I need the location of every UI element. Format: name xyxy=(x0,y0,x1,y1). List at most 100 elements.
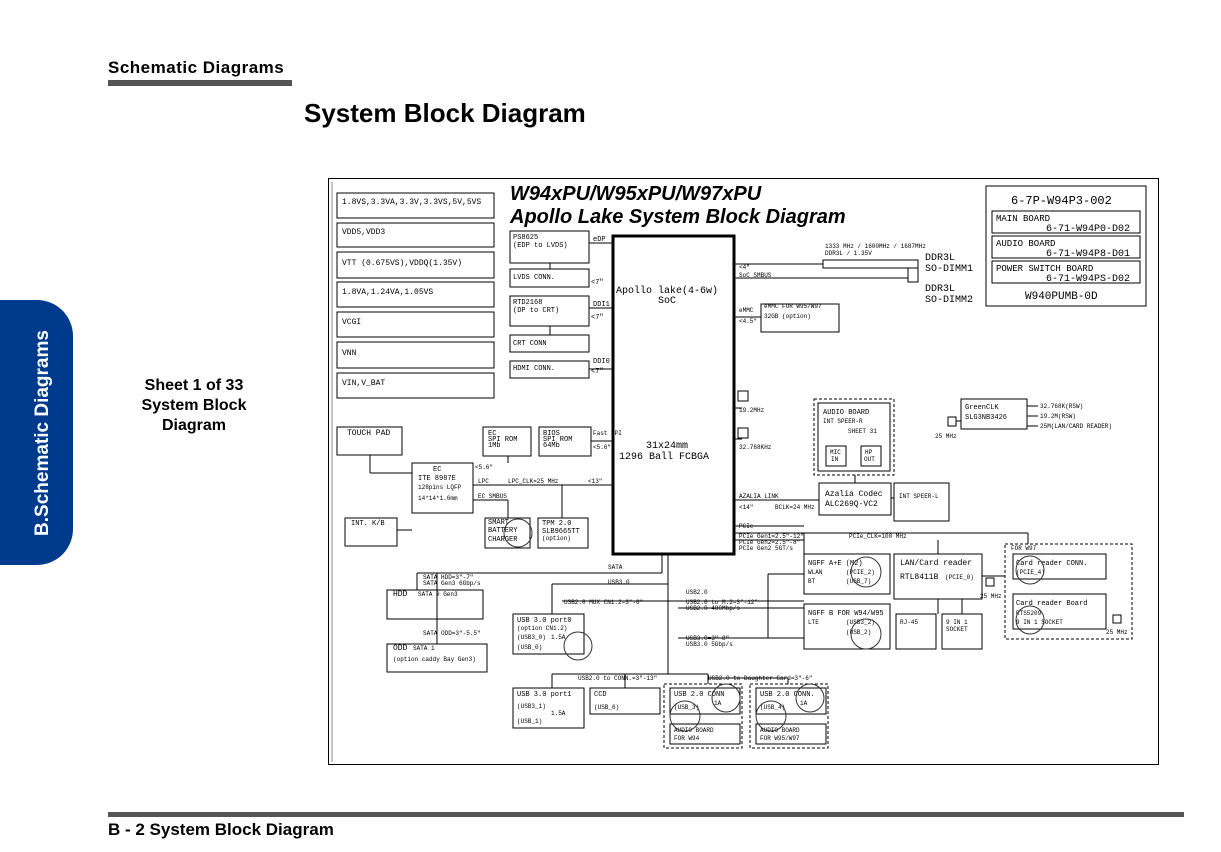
circle-usb3 xyxy=(669,700,701,732)
emmc-name: eMMC FOR W95/W97 xyxy=(764,303,822,310)
audio-board-label: AUDIO BOARD xyxy=(823,409,869,417)
power-board-pn: 6-71-W94PS-D02 xyxy=(1046,274,1130,285)
ccd-usb: (USB_6) xyxy=(594,704,619,711)
ngff-ae-usb: (USB_7) xyxy=(846,578,871,585)
main-board-pn: 6-71-W94P0-D02 xyxy=(1046,224,1130,235)
card-reader-clk: 25 MHz xyxy=(1106,629,1128,636)
audio-board-w95-box xyxy=(755,723,827,745)
usb-port0-usb3: (USB3_0) xyxy=(517,634,546,641)
keyboard-box xyxy=(344,517,398,547)
rj45-label: RJ-45 xyxy=(900,619,918,626)
rail-5: VCGI xyxy=(342,318,361,327)
circle-usb4-amp xyxy=(795,683,825,713)
memory-links xyxy=(734,263,908,440)
usb-rate: USB2.0 480Mbp/s xyxy=(686,605,740,612)
ddi1-label: DDI1 xyxy=(593,301,610,309)
section-title-underline xyxy=(108,80,292,86)
rail-4: 1.8VA,1.24VA,1.05VS xyxy=(342,288,433,297)
side-tab-label-wrap: B.Schematic Diagrams xyxy=(18,300,68,565)
hdd-box xyxy=(386,589,484,620)
audio-board-dashed xyxy=(813,398,895,476)
circle-card-reader xyxy=(1015,555,1045,585)
rtd2168-sub: (DP to CRT) xyxy=(513,307,559,315)
audio-board-pn: 6-71-W94P8-D01 xyxy=(1046,249,1130,260)
audio-board-label: AUDIO BOARD xyxy=(996,239,1055,249)
pcie-gen1: PCIe Gen1=2.5"-12" xyxy=(739,533,804,540)
rail-3: VTT (0.675VS),VDDQ(1.35V) xyxy=(342,259,462,268)
circle-card-board xyxy=(1015,605,1045,635)
ddi1-sig: <7" xyxy=(591,314,604,322)
rail-box-5 xyxy=(336,311,495,338)
clock-19m: 19.2MHz xyxy=(739,407,765,414)
audio-links xyxy=(734,475,894,501)
usb-conn-3-amp: 1A xyxy=(714,700,722,707)
main-board-label: MAIN BOARD xyxy=(996,214,1050,224)
tpm-2: SLB9665TT xyxy=(542,528,580,536)
tpm-3: (option) xyxy=(542,535,571,542)
dimm-slot-1 xyxy=(822,259,919,269)
charger-2: BATTERY xyxy=(488,527,518,535)
dimm-slot-2 xyxy=(907,267,919,283)
odd-port: SATA 1 xyxy=(413,645,435,652)
rj45-box xyxy=(895,613,937,650)
rail-box-4 xyxy=(336,281,495,308)
mem-speed: 1333 MHz / 1600MHz / 1687MHz xyxy=(825,243,926,250)
power-board-label: POWER SWITCH BOARD xyxy=(996,264,1093,274)
mic-label: MIC xyxy=(830,449,841,456)
rtd2168-label: RTD2168 xyxy=(513,299,542,307)
sheet-desc-2: Diagram xyxy=(161,417,227,434)
diagram-title-2: Apollo Lake System Block Diagram xyxy=(509,206,846,228)
board-info-box xyxy=(985,185,1147,307)
touchpad-label: TOUCH PAD xyxy=(347,429,390,438)
greenclk-box xyxy=(960,398,1028,430)
lan-pcie: (PCIE_0) xyxy=(945,574,974,581)
section-title: Schematic Diagrams xyxy=(108,58,285,77)
ec-part: ITE 8987E xyxy=(418,475,456,483)
display-links xyxy=(549,242,613,370)
soc-pkg-ball: 1296 Ball FCBGA xyxy=(619,451,709,463)
tpm-1: TPM 2.0 xyxy=(542,520,571,528)
ngff-b-usb3: (USB3_2) xyxy=(846,619,875,626)
crystal-25m-icon xyxy=(947,416,957,427)
clock-in: 25 MHz xyxy=(935,433,957,440)
nine-in-one-2: SOCKET xyxy=(946,626,968,633)
side-tab-label: B.Schematic Diagrams xyxy=(32,329,54,536)
usb-conn-4-amp: 1A xyxy=(800,700,808,707)
usb-conn-3-label: USB 2.0 CONN xyxy=(674,691,724,699)
rail-6: VNN xyxy=(342,349,357,358)
ngff-b-label: NGFF B FOR W94/W95 xyxy=(808,610,884,618)
usb-conn-3-usb: (USB_3) xyxy=(674,704,699,711)
usb-db-sig: USB2.0 to Daughter Card=3"-6" xyxy=(708,675,812,682)
ab94-for: FOR W94 xyxy=(674,735,700,742)
hp-out-label: OUT xyxy=(864,456,875,463)
azalia-sig: <14" xyxy=(739,504,753,511)
pcie-gen2a: PCIe Gen2=2.5"-8" xyxy=(739,539,800,546)
side-tab[interactable] xyxy=(0,300,73,565)
codec-label: Azalia Codec xyxy=(825,490,883,499)
circle-usb4 xyxy=(755,700,787,732)
circle-charger xyxy=(503,518,533,548)
ec-spi-rom-box xyxy=(482,426,532,457)
ngff-b-usb2: (USB_2) xyxy=(846,629,871,636)
dimm1-type: DDR3L xyxy=(925,253,955,264)
board-model: 6-7P-W94P3-002 xyxy=(1011,194,1112,208)
clock-out-3: 25M(LAN/CARD READER) xyxy=(1040,423,1112,430)
usb-conn-4-box xyxy=(755,687,827,715)
crystal-32k-icon xyxy=(737,427,749,439)
hdd-sig: SATA HDD=3"-7" xyxy=(423,574,473,581)
usb-port1-label: USB 3.0 port1 xyxy=(517,691,572,699)
ngff-ae-label: NGFF A+E (M2) xyxy=(808,560,863,568)
lan-part: RTL8411B xyxy=(900,573,939,582)
ngff-ae-wlan: WLAN xyxy=(808,569,823,576)
ab95-for: FOR W95/W97 xyxy=(760,735,800,742)
usb3-len: USB3.0=3"-8" xyxy=(686,635,729,642)
hdd-gen: SATA Gen3 6Gbp/s xyxy=(423,580,481,587)
rail-box-6 xyxy=(336,341,495,369)
main-board-box xyxy=(991,210,1141,234)
odd-sig: SATA ODD=3"-5.5" xyxy=(423,630,481,637)
diagram-frame xyxy=(328,178,1159,765)
charger-3: CHARGER xyxy=(488,536,518,544)
usb-port1-amp: 1.5A xyxy=(551,710,566,717)
charger-1: SMART xyxy=(488,519,509,527)
mem-type: DDR3L / 1.35V xyxy=(825,250,872,257)
